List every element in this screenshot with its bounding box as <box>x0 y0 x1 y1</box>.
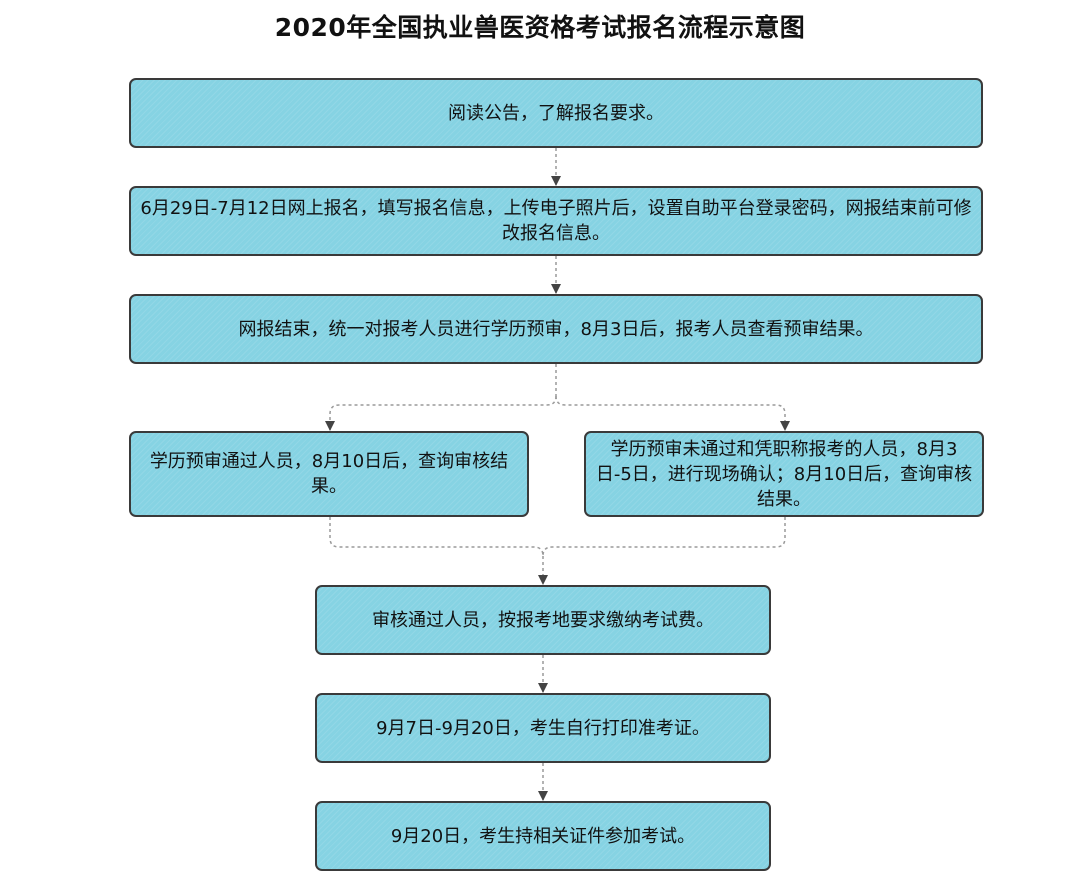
merge-left <box>329 517 544 557</box>
step-text: 学历预审通过人员，8月10日后，查询审核结果。 <box>149 451 509 497</box>
step-onsite-confirmation: 学历预审未通过和凭职称报考的人员，8月3日-5日，进行现场确认；8月10日后，查… <box>584 431 984 517</box>
step-print-admission-ticket: 9月7日-9月20日，考生自行打印准考证。 <box>315 693 771 763</box>
step-text: 阅读公告，了解报名要求。 <box>448 102 664 124</box>
step-text: 9月20日，考生持相关证件参加考试。 <box>390 825 696 847</box>
step-text: 9月7日-9月20日，考生自行打印准考证。 <box>376 717 710 739</box>
arrow-branch-right <box>555 395 790 431</box>
merge-right <box>542 517 786 557</box>
step-text: 审核通过人员，按报考地要求缴纳考试费。 <box>372 609 714 631</box>
step-review-passed: 学历预审通过人员，8月10日后，查询审核结果。 <box>129 431 529 517</box>
step-preliminary-review: 网报结束，统一对报考人员进行学历预审，8月3日后，报考人员查看预审结果。 <box>129 294 983 364</box>
step-pay-exam-fee: 审核通过人员，按报考地要求缴纳考试费。 <box>315 585 771 655</box>
diagram-title: 2020年全国执业兽医资格考试报名流程示意图 <box>274 13 806 42</box>
step-text: 6月29日-7月12日网上报名，填写报名信息，上传电子照片后，设置自助平台登录密… <box>140 198 972 244</box>
step-online-registration: 6月29日-7月12日网上报名，填写报名信息，上传电子照片后，设置自助平台登录密… <box>129 186 983 256</box>
step-take-exam: 9月20日，考生持相关证件参加考试。 <box>315 801 771 871</box>
step-read-announcement: 阅读公告，了解报名要求。 <box>129 78 983 148</box>
arrow-branch-left <box>325 395 557 431</box>
step-text: 网报结束，统一对报考人员进行学历预审，8月3日后，报考人员查看预审结果。 <box>238 318 874 340</box>
step-text: 学历预审未通过和凭职称报考的人员，8月3日-5日，进行现场确认；8月10日后，查… <box>595 438 973 510</box>
